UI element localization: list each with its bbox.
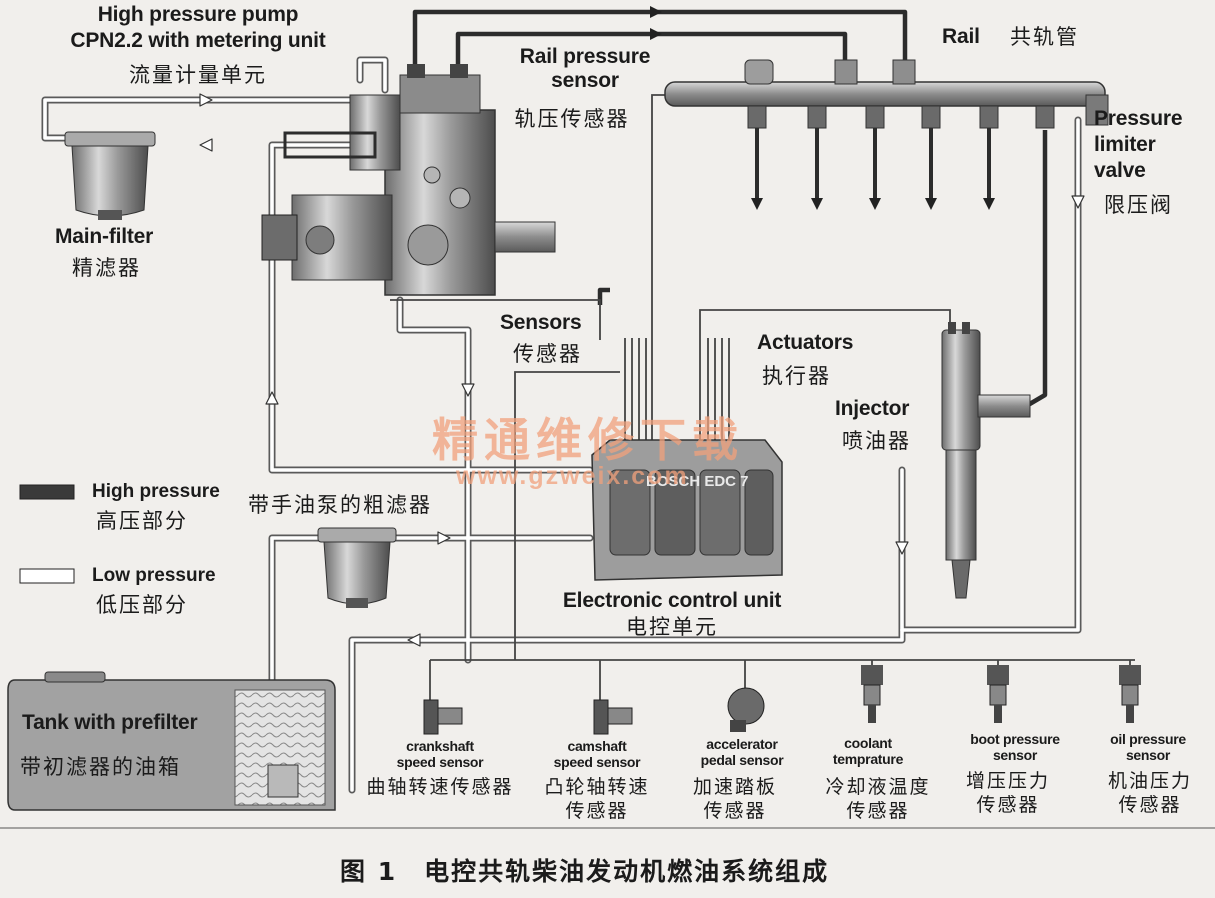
crankshaft-sensor-en1: crankshaft xyxy=(406,738,474,754)
crankshaft-sensor-icon xyxy=(423,699,463,735)
coolant-sensor-en2: temprature xyxy=(832,751,904,767)
pedal-sensor-cn1: 加速踏板 xyxy=(692,776,778,798)
coolant-sensor-icon xyxy=(861,665,883,723)
legend-high-label: High pressure xyxy=(92,481,220,502)
watermark-cn: 精通维修下载 xyxy=(432,413,744,467)
legend-high-cn: 高压部分 xyxy=(96,509,188,533)
camshaft-sensor-cn2: 传感器 xyxy=(565,800,629,822)
camshaft-sensor-cn1: 凸轮轴转速 xyxy=(544,776,650,798)
boost-sensor-icon xyxy=(987,665,1009,723)
rail-sensor-cn: 轨压传感器 xyxy=(514,107,630,131)
pedal-sensor-icon xyxy=(727,687,765,732)
ecu-cn: 电控单元 xyxy=(626,615,718,639)
ecu-box xyxy=(591,439,783,581)
rail-sensor-label-line2: sensor xyxy=(551,69,619,92)
bottom-sensor-icons xyxy=(423,665,1141,735)
oil-sensor-en1: oil pressure xyxy=(1110,731,1186,747)
main-filter xyxy=(64,131,156,220)
pump-title-line2: CPN2.2 with metering unit xyxy=(70,29,326,52)
limiter-cn: 限压阀 xyxy=(1104,193,1173,217)
legend-swatches xyxy=(19,484,75,584)
tank-cn: 带初滤器的油箱 xyxy=(20,755,181,779)
tank-label: Tank with prefilter xyxy=(22,711,198,734)
rail-cn: 共轨管 xyxy=(1010,25,1079,49)
coolant-sensor-cn1: 冷却液温度 xyxy=(825,776,931,798)
coolant-sensor-cn2: 传感器 xyxy=(846,800,910,822)
actuators-label: Actuators xyxy=(757,331,854,354)
prefilter-hand-pump xyxy=(317,527,397,608)
high-pressure-pump xyxy=(261,64,556,296)
main-filter-label: Main-filter xyxy=(55,225,154,248)
pedal-sensor-en2: pedal sensor xyxy=(700,752,784,768)
oil-sensor-icon xyxy=(1119,665,1141,723)
boost-sensor-en2: sensor xyxy=(992,747,1038,763)
pump-title-line1: High pressure pump xyxy=(97,3,299,26)
boost-sensor-en1: boot pressure xyxy=(970,731,1060,747)
oil-sensor-cn1: 机油压力 xyxy=(1107,770,1193,792)
fuel-tank xyxy=(7,671,336,811)
limiter-label-line2: limiter xyxy=(1094,133,1156,156)
rail-sensor-label-line1: Rail pressure xyxy=(519,45,651,68)
crankshaft-sensor-cn1: 曲轴转速传感器 xyxy=(366,776,514,798)
signal-wires xyxy=(390,94,1135,700)
camshaft-sensor-icon xyxy=(593,699,633,735)
common-rail xyxy=(664,59,1109,210)
legend-low-label: Low pressure xyxy=(92,565,216,586)
ecu-label: Electronic control unit xyxy=(562,589,782,612)
main-filter-cn: 精滤器 xyxy=(72,256,141,280)
camshaft-sensor-en2: speed sensor xyxy=(553,754,641,770)
figure-caption: 图 1 电控共轨柴油发动机燃油系统组成 xyxy=(340,857,830,886)
sensors-cn: 传感器 xyxy=(513,342,582,366)
low-pressure-pipes xyxy=(41,56,1085,794)
actuators-cn: 执行器 xyxy=(762,364,831,388)
boost-sensor-cn2: 传感器 xyxy=(976,794,1040,816)
injector xyxy=(941,322,1031,599)
oil-sensor-en2: sensor xyxy=(1125,747,1171,763)
prefilter-pump-cn: 带手油泵的粗滤器 xyxy=(248,493,432,517)
crankshaft-sensor-en2: speed sensor xyxy=(396,754,484,770)
camshaft-sensor-en1: camshaft xyxy=(567,738,627,754)
coolant-sensor-en1: coolant xyxy=(844,735,892,751)
watermark-url: www.gzweix.com xyxy=(456,462,689,490)
injector-cn: 喷油器 xyxy=(842,429,911,453)
limiter-label-line3: valve xyxy=(1094,159,1146,182)
oil-sensor-cn2: 传感器 xyxy=(1118,794,1182,816)
pedal-sensor-cn2: 传感器 xyxy=(703,800,767,822)
ecu-box-text: BOSCH EDC 7 xyxy=(646,473,749,490)
limiter-label-line1: Pressure xyxy=(1094,107,1183,130)
rail-label: Rail xyxy=(942,25,980,48)
boost-sensor-cn1: 增压压力 xyxy=(965,770,1051,792)
metering-unit-label: 流量计量单元 xyxy=(129,63,267,87)
legend-low-cn: 低压部分 xyxy=(96,593,188,617)
pedal-sensor-en1: accelerator xyxy=(706,736,778,752)
injector-label: Injector xyxy=(835,397,910,420)
sensors-label: Sensors xyxy=(500,311,582,334)
